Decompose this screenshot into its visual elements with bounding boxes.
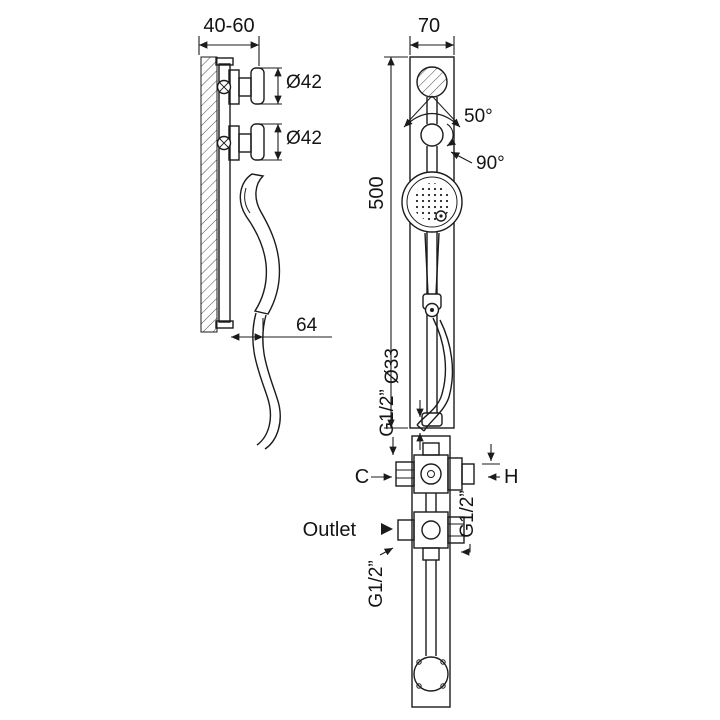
side-view: 40-60 Ø42 Ø42 64 (198, 15, 332, 450)
slide-rail-side (218, 63, 231, 323)
outlet-body (413, 511, 449, 549)
dim-hose-offset-label: 64 (296, 315, 318, 336)
front-view: 50° 90° Ø33 70 (366, 15, 505, 450)
rail-plate (409, 56, 455, 429)
dim-swivel-angle-label: 50° (464, 106, 493, 127)
swivel-arc (403, 113, 461, 128)
dim-holder-diameter-top-label: Ø42 (286, 72, 322, 93)
bottom-flange (413, 656, 449, 692)
rail-top-cap-side (215, 57, 234, 66)
upper-holder (250, 67, 265, 105)
dim-wall-distance-label: 40-60 (203, 15, 254, 37)
hose-front (416, 317, 447, 426)
upper-bracket-arm (238, 77, 252, 97)
outlet-left-port (397, 519, 415, 541)
wall-flange (416, 66, 448, 98)
hand-shower-handle (424, 232, 429, 295)
bottom-connection-stub (422, 547, 440, 561)
dim-top-thread-label: G1/2” (377, 389, 398, 437)
rail-bottom-cap-side (215, 320, 234, 329)
lower-bracket-arm (238, 133, 252, 153)
dim-rail-height-label: 500 (366, 176, 388, 209)
wall-section (200, 56, 218, 333)
hot-label: H (504, 466, 518, 488)
outlet-label: Outlet (303, 519, 357, 541)
top-connection-stub (422, 442, 440, 456)
cold-label: C (355, 466, 369, 488)
dim-inlet-thread-label: G1/2” (366, 560, 387, 608)
lower-holder (250, 123, 265, 161)
dim-outlet-thread-label: G1/2” (457, 490, 478, 538)
rail-plate-rear (411, 435, 451, 708)
dim-rotation-angle-label: 90° (476, 153, 505, 174)
dim-hose-diameter-label: Ø33 (382, 348, 403, 384)
rotation-arc (446, 123, 457, 147)
swivel-ball (420, 123, 444, 147)
outlet-hex-nut (447, 516, 465, 544)
rail-bottom-cap (421, 412, 443, 427)
outlet-arrow-icon (381, 523, 393, 535)
dim-holder-diameter-bottom-label: Ø42 (286, 128, 322, 149)
mixer-body (413, 454, 449, 494)
dim-bracket-width-label: 70 (418, 15, 440, 37)
connection-view: G1/2” C H Outlet G1/2” G1/2” (303, 389, 518, 708)
hand-shower-side (239, 173, 281, 315)
inlet-left (395, 461, 415, 487)
hose-side (252, 312, 272, 446)
